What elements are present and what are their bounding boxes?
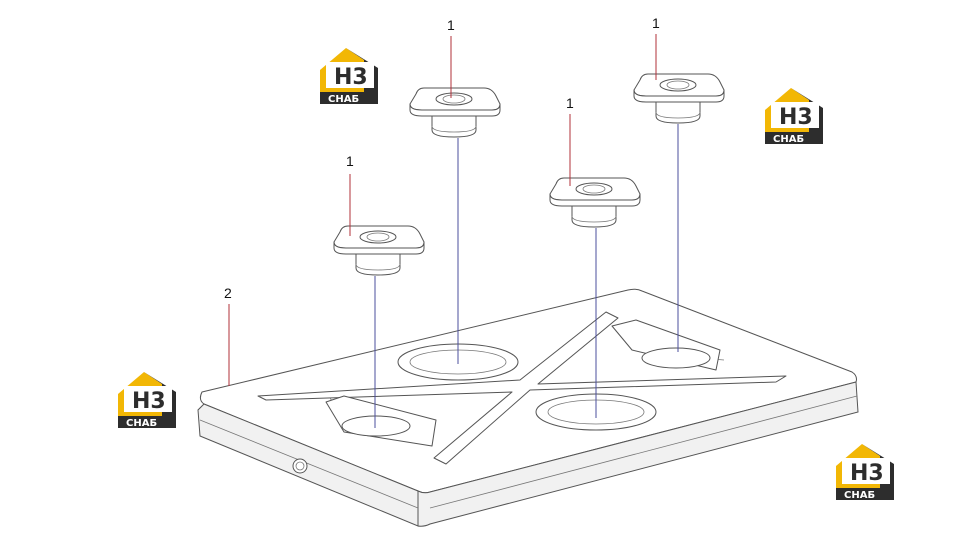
svg-text:СНАБ: СНАБ xyxy=(126,418,157,429)
callout-washer-a: 1 xyxy=(346,153,354,169)
svg-text:H3: H3 xyxy=(850,461,884,486)
svg-text:СНАБ: СНАБ xyxy=(844,490,875,501)
svg-text:H3: H3 xyxy=(132,389,166,414)
base-plate xyxy=(197,288,859,527)
watermark-logo-3: H3 СНАБ xyxy=(118,372,176,429)
callout-washer-b: 1 xyxy=(447,17,455,33)
washer-part-b xyxy=(409,87,501,138)
svg-text:СНАБ: СНАБ xyxy=(328,94,359,105)
svg-text:H3: H3 xyxy=(334,65,368,90)
svg-text:H3: H3 xyxy=(779,105,813,130)
watermark-logo-2: H3 СНАБ xyxy=(765,88,823,145)
watermark-logo-4: H3 СНАБ xyxy=(836,444,894,501)
svg-text:СНАБ: СНАБ xyxy=(773,134,804,145)
callout-leaders xyxy=(228,34,657,386)
washer-part-c xyxy=(549,177,641,228)
callout-plate: 2 xyxy=(224,285,232,301)
washer-part-d xyxy=(633,73,725,124)
callout-washer-d: 1 xyxy=(652,15,660,31)
watermark-logo-1: H3 СНАБ xyxy=(320,48,378,105)
callout-washer-c: 1 xyxy=(566,95,574,111)
washer-part-a xyxy=(333,225,425,276)
assembly-lines xyxy=(374,124,679,428)
